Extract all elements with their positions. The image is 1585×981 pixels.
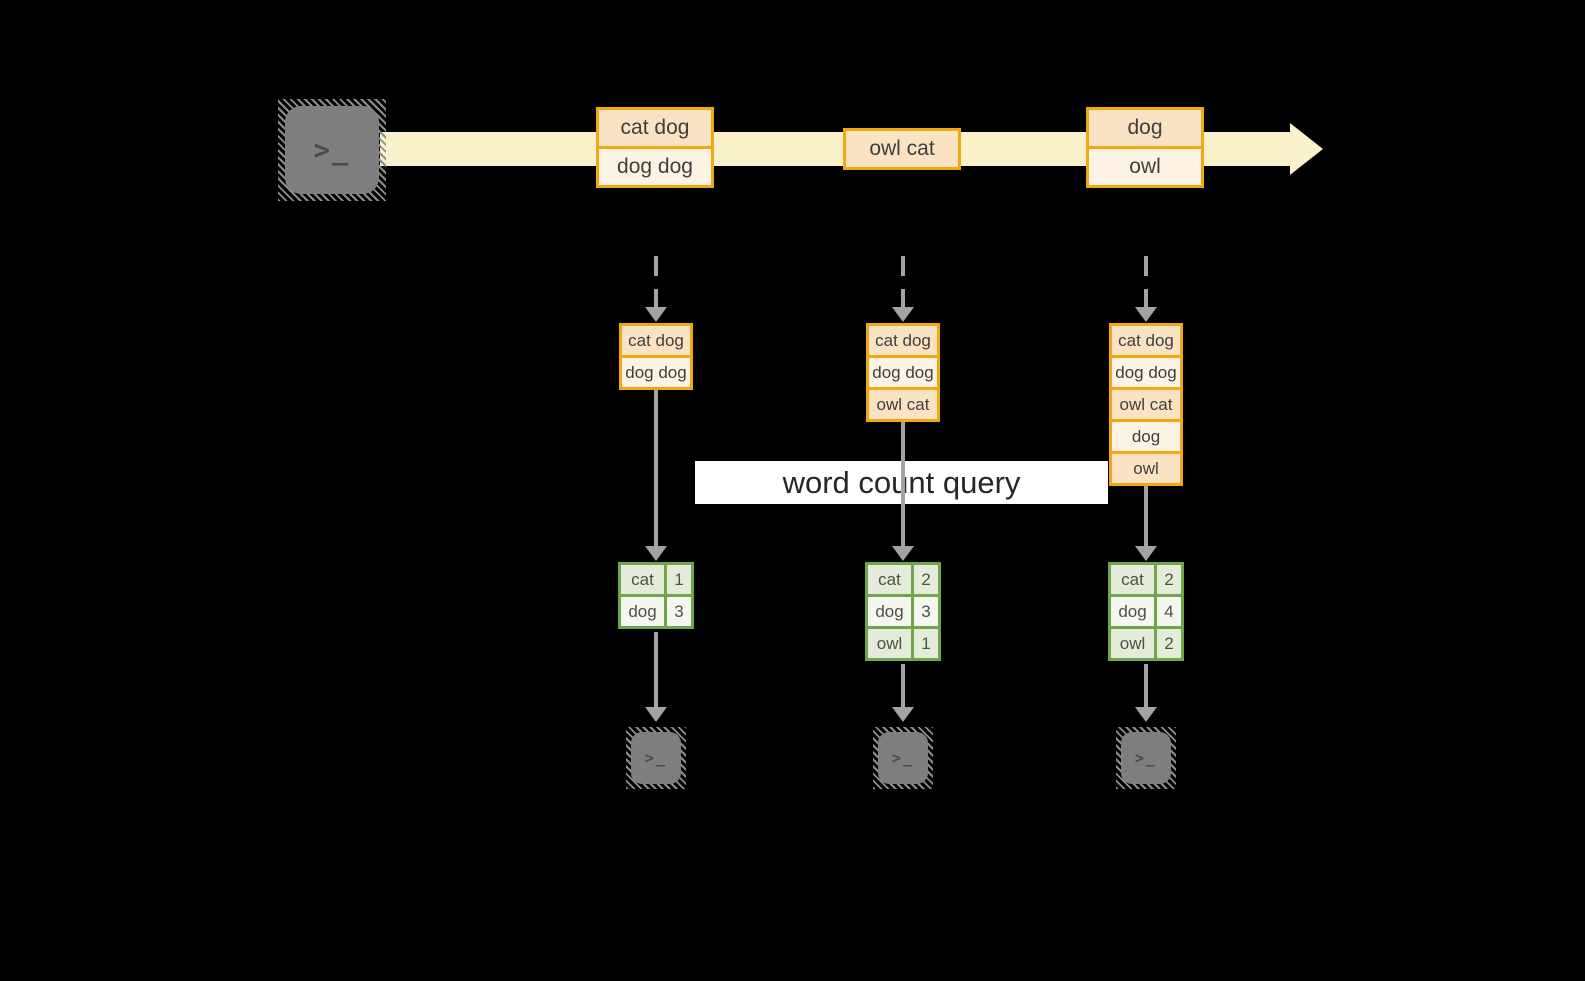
arrow-shaft (901, 664, 905, 709)
stream-arrowhead-icon (1290, 123, 1323, 175)
stream-batch-1: cat dog dog dog (596, 107, 714, 188)
terminal-screen: >_ (285, 106, 379, 194)
ingest-arrow-1 (645, 256, 667, 322)
arrowhead-icon (1135, 707, 1157, 722)
terminal-screen: >_ (878, 732, 928, 784)
count-table-1: cat 1 dog 3 (618, 562, 694, 629)
arrowhead-icon (645, 546, 667, 561)
consumer-terminal-icon-1: >_ (626, 727, 686, 789)
arrow-shaft (1144, 256, 1148, 309)
arrowhead-icon (1135, 307, 1157, 322)
buffer-row: dog dog (869, 355, 937, 387)
arrow-shaft (1144, 486, 1148, 548)
terminal-prompt-icon: >_ (313, 134, 351, 166)
input-buffer-1: cat dog dog dog (619, 323, 693, 390)
count-table-3: cat 2 dog 4 owl 2 (1108, 562, 1184, 661)
word-cell: dog (621, 597, 664, 626)
stream-message: cat dog (599, 110, 711, 146)
consumer-terminal-icon-2: >_ (873, 727, 933, 789)
stream-batch-3: dog owl (1086, 107, 1204, 188)
word-cell: dog (1111, 597, 1154, 626)
terminal-prompt-icon: >_ (1134, 749, 1158, 767)
arrowhead-icon (892, 707, 914, 722)
buffer-row: dog dog (622, 355, 690, 387)
word-cell: cat (868, 565, 911, 594)
terminal-screen: >_ (1121, 732, 1171, 784)
arrowhead-icon (645, 707, 667, 722)
query-arrow-2 (892, 422, 914, 561)
arrow-shaft (654, 632, 658, 709)
producer-terminal-icon: >_ (278, 99, 386, 201)
word-cell: owl (868, 629, 911, 658)
buffer-row: cat dog (869, 326, 937, 355)
buffer-row: owl cat (869, 387, 937, 419)
count-cell: 3 (914, 597, 938, 626)
count-cell: 1 (667, 565, 691, 594)
arrowhead-icon (892, 546, 914, 561)
stream-message: owl cat (846, 131, 958, 167)
word-cell: owl (1111, 629, 1154, 658)
input-buffer-3: cat dog dog dog owl cat dog owl (1109, 323, 1183, 486)
terminal-prompt-icon: >_ (891, 749, 915, 767)
buffer-row: owl cat (1112, 387, 1180, 419)
output-arrow-1 (645, 632, 667, 722)
arrow-shaft (1144, 664, 1148, 709)
ingest-arrow-3 (1135, 256, 1157, 322)
query-arrow-3 (1135, 486, 1157, 561)
count-cell: 2 (914, 565, 938, 594)
word-cell: cat (1111, 565, 1154, 594)
stream-message: dog dog (599, 146, 711, 185)
arrowhead-icon (1135, 546, 1157, 561)
input-buffer-2: cat dog dog dog owl cat (866, 323, 940, 422)
count-cell: 4 (1157, 597, 1181, 626)
arrow-shaft (654, 390, 658, 548)
output-arrow-2 (892, 664, 914, 722)
buffer-row: cat dog (1112, 326, 1180, 355)
terminal-screen: >_ (631, 732, 681, 784)
output-arrow-3 (1135, 664, 1157, 722)
buffer-row: cat dog (622, 326, 690, 355)
buffer-row: owl (1112, 451, 1180, 483)
buffer-row: dog (1112, 419, 1180, 451)
arrowhead-icon (645, 307, 667, 322)
buffer-row: dog dog (1112, 355, 1180, 387)
query-arrow-1 (645, 390, 667, 561)
consumer-terminal-icon-3: >_ (1116, 727, 1176, 789)
word-cell: dog (868, 597, 911, 626)
count-cell: 1 (914, 629, 938, 658)
count-cell: 2 (1157, 565, 1181, 594)
arrow-shaft (901, 256, 905, 309)
terminal-prompt-icon: >_ (644, 749, 668, 767)
stream-batch-2: owl cat (843, 128, 961, 170)
stream-message: dog (1089, 110, 1201, 146)
word-cell: cat (621, 565, 664, 594)
arrow-shaft (901, 422, 905, 548)
ingest-arrow-2 (892, 256, 914, 322)
count-table-2: cat 2 dog 3 owl 1 (865, 562, 941, 661)
arrow-shaft (654, 256, 658, 309)
count-cell: 3 (667, 597, 691, 626)
stream-message: owl (1089, 146, 1201, 185)
arrowhead-icon (892, 307, 914, 322)
count-cell: 2 (1157, 629, 1181, 658)
